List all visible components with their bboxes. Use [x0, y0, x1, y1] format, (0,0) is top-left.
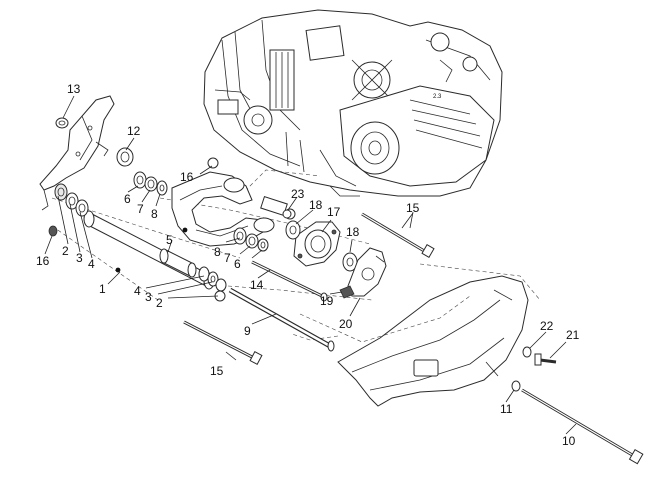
callout-21: 21	[566, 328, 580, 342]
end-bracket	[339, 247, 387, 299]
callout-13: 13	[67, 82, 81, 96]
callout-18: 18	[309, 198, 323, 212]
engine-marking: 2.3	[433, 94, 442, 100]
callout-12: 12	[127, 124, 141, 138]
callout-6: 6	[124, 192, 131, 206]
callout-9: 9	[244, 324, 251, 338]
bolts	[183, 212, 644, 465]
callout-19: 19	[320, 294, 334, 308]
callout-20: 20	[339, 317, 353, 331]
lower-cover-panel	[337, 275, 529, 407]
callout-labels: 13 12 16 6 7 8 23 18 17 15 2 3 4 16 5 8 …	[36, 82, 580, 448]
callout-11: 11	[500, 402, 513, 416]
reference-dots	[115, 227, 188, 273]
left-bracket	[39, 95, 115, 211]
callout-3: 3	[145, 290, 152, 304]
callout-17: 17	[327, 205, 341, 219]
callout-16: 16	[36, 254, 50, 268]
callout-8: 8	[151, 207, 158, 221]
callout-22: 22	[540, 319, 554, 333]
callout-18: 18	[346, 225, 360, 239]
callout-16: 16	[180, 170, 194, 184]
engine-drawing: 2.3	[203, 9, 503, 197]
callout-2: 2	[62, 244, 69, 258]
callout-15: 15	[406, 201, 420, 215]
callout-5: 5	[166, 233, 173, 247]
callout-8: 8	[214, 245, 221, 259]
callout-15: 15	[210, 364, 224, 378]
callout-4: 4	[88, 257, 95, 271]
leader-lines	[44, 95, 577, 435]
callout-10: 10	[562, 434, 576, 448]
callout-14: 14	[250, 278, 264, 292]
pivot-tube	[83, 210, 215, 290]
callout-3: 3	[76, 251, 83, 265]
upper-bushings	[133, 157, 269, 252]
callout-2: 2	[156, 296, 163, 310]
bracket-assembly	[282, 209, 358, 272]
callout-23: 23	[291, 187, 305, 201]
callout-6: 6	[234, 257, 241, 271]
callout-4: 4	[134, 284, 141, 298]
lower-bushings	[198, 266, 227, 302]
callout-7: 7	[224, 251, 231, 265]
callout-1: 1	[99, 282, 106, 296]
swing-arm	[171, 171, 296, 247]
callout-7: 7	[137, 202, 144, 216]
